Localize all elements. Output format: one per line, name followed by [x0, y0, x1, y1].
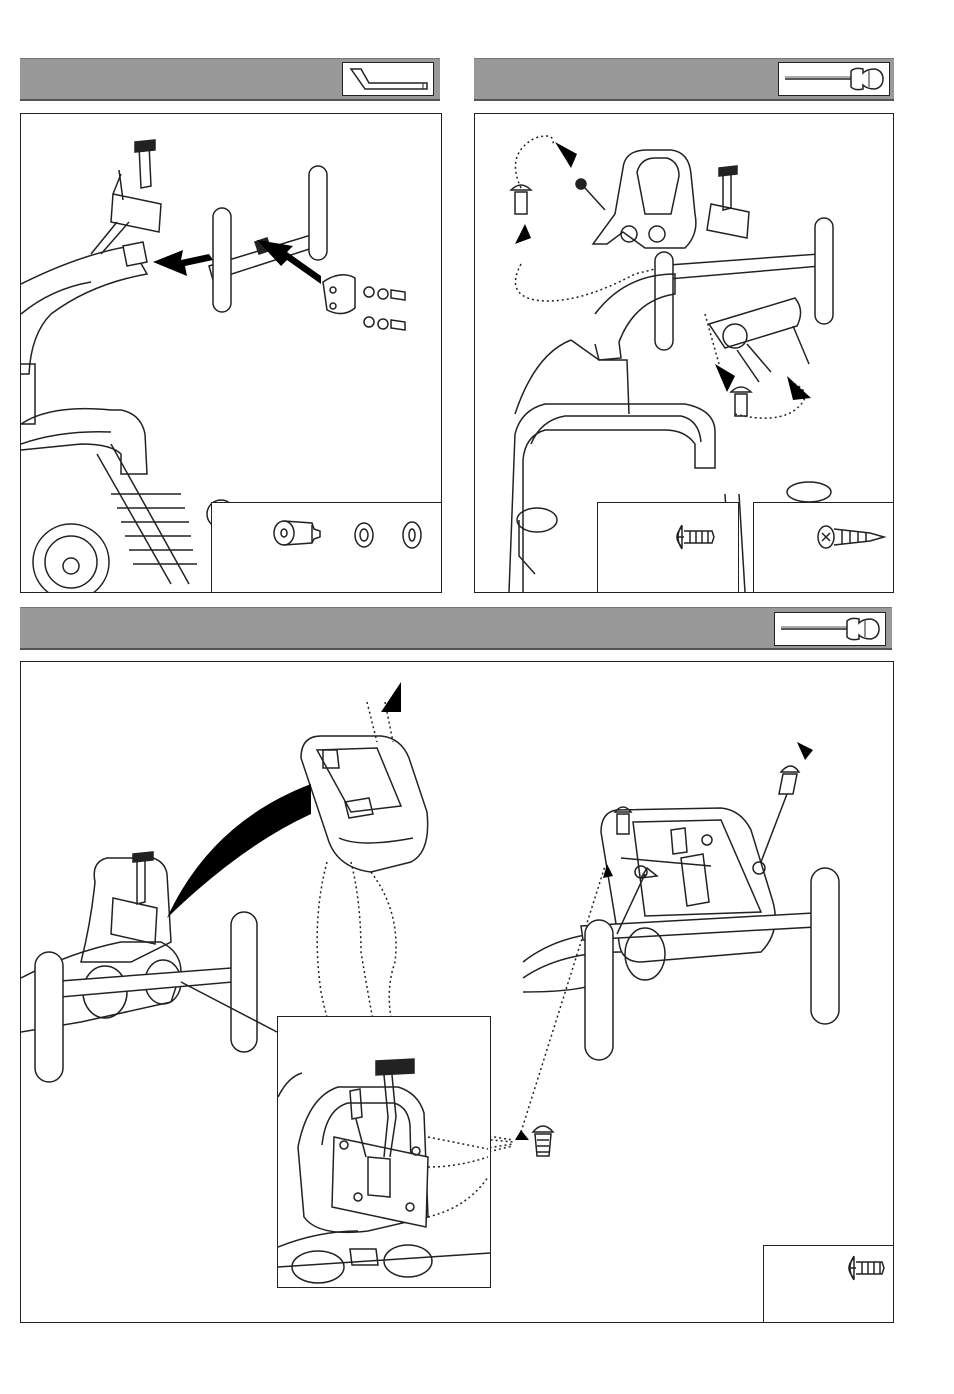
inset-wiring-detail [277, 1016, 491, 1288]
allen-key-icon [342, 62, 434, 96]
parts-box-tapping-screw [753, 502, 894, 593]
step-panel-shroud-screws [474, 113, 894, 593]
step-panel-console-install [20, 661, 894, 1323]
parts-box-bolt-washers [211, 502, 442, 593]
step-header-bar-3 [20, 607, 892, 650]
parts-box-round-screw [597, 502, 739, 593]
parts-box-round-screw [763, 1245, 894, 1323]
wiring-detail-illustration [278, 1017, 490, 1287]
screwdriver-icon [774, 612, 886, 646]
step-panel-handlebar-attach [20, 113, 442, 593]
screwdriver-icon [778, 62, 890, 96]
